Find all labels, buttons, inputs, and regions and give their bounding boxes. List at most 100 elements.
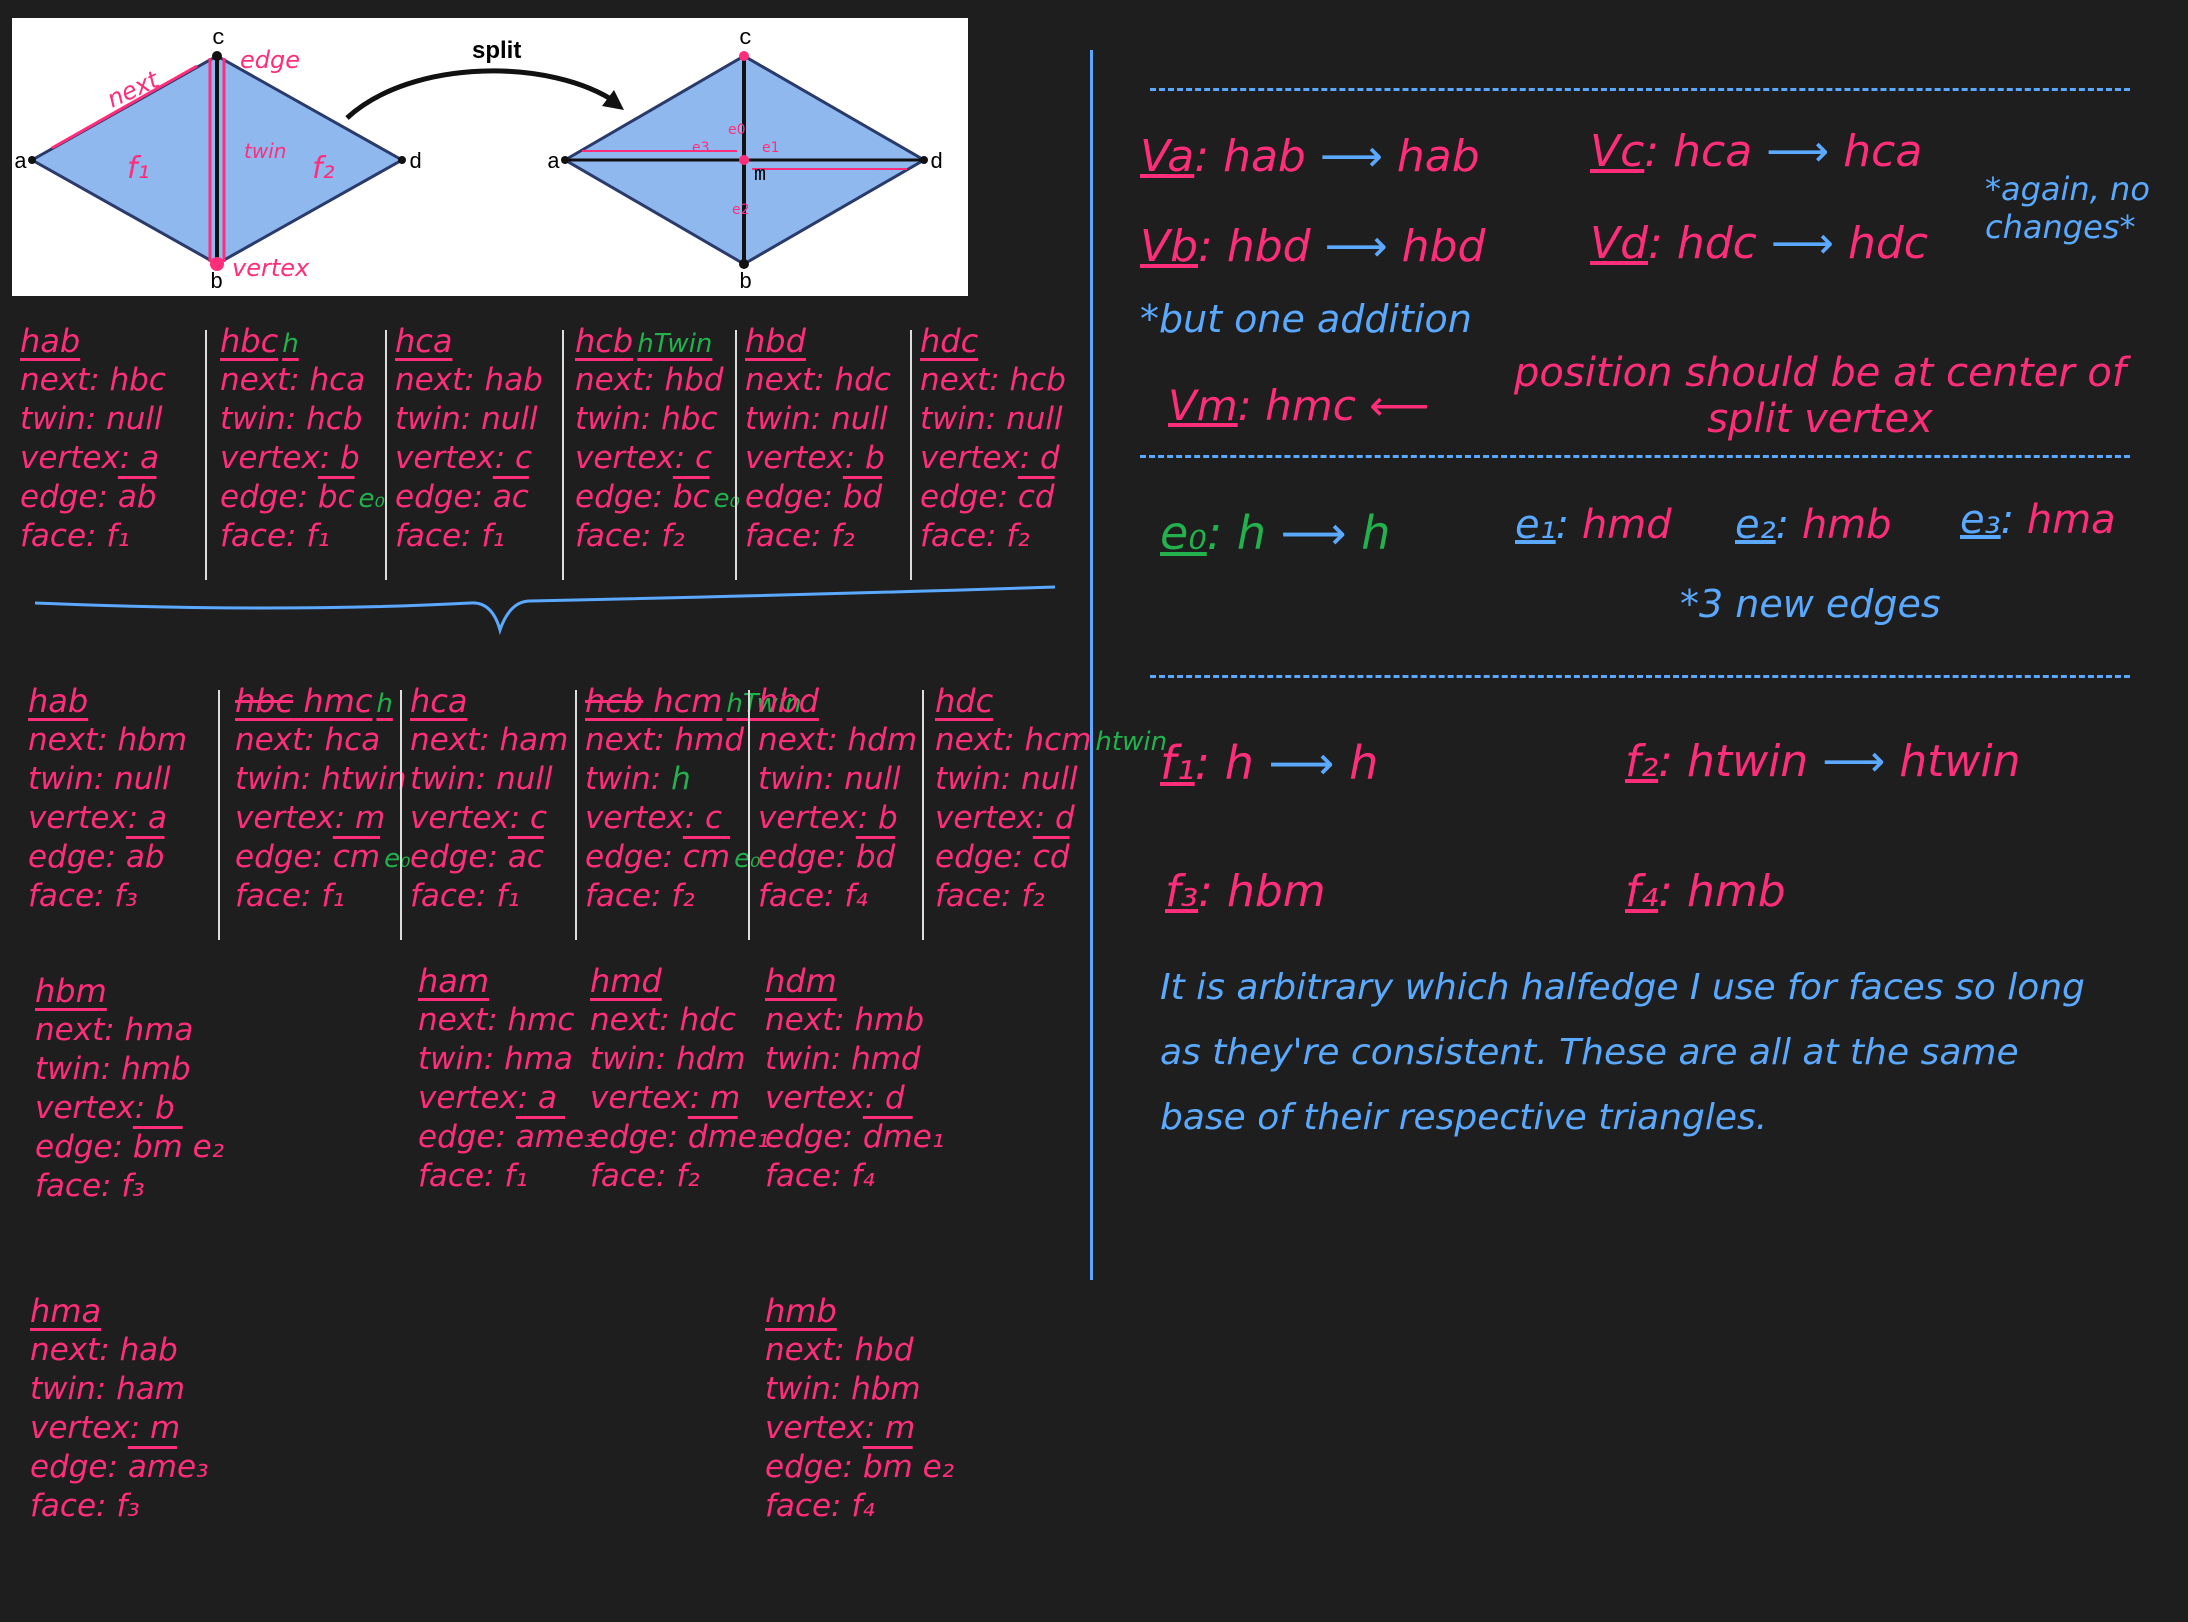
vertex-row: vertex: a [20, 440, 160, 476]
vertex-value: a [538, 1080, 558, 1116]
face-value: f₁ [306, 518, 330, 554]
e2-label: e₂ [1735, 502, 1776, 548]
e1-value: hmd [1581, 502, 1672, 548]
edge-row: edge: bd [758, 839, 896, 875]
split-arrow [345, 68, 619, 120]
edge-value: bm [132, 1129, 183, 1165]
face-value: f₂ [661, 518, 685, 554]
label-twin: twin [244, 139, 286, 163]
va-to: hab [1396, 131, 1480, 182]
vb-line: Vb: hbd ⟶ hbd [1140, 221, 1486, 272]
edge-row: edge: ab [28, 839, 165, 875]
card-note: hTwin [637, 329, 713, 359]
twin-row: twin: ham [30, 1371, 185, 1407]
vertex-value: b [340, 440, 360, 476]
next-value: hca [324, 722, 381, 758]
vertex-a-dot [28, 156, 36, 164]
vertex-row: vertex: m [765, 1410, 916, 1446]
vertex-row: vertex: c [410, 800, 548, 836]
face-row: face: f₂ [745, 518, 855, 554]
face-value: f₃ [116, 1488, 140, 1524]
card-title: hab [28, 682, 89, 720]
face-value: f₄ [851, 1158, 875, 1194]
edge-note: e₂ [922, 1449, 955, 1485]
twin-value: null [114, 761, 171, 797]
split-diagram: c a b d f₁ f₂ next edge twin vertex spli… [12, 18, 968, 296]
f1-to: h [1349, 736, 1379, 790]
next-value: hma [124, 1012, 194, 1048]
right-label-e0: e0 [728, 122, 746, 138]
twin-value: htwin [321, 761, 407, 797]
card-new-hdm: hdm next: hmb twin: hmd vertex: d edge: … [765, 965, 944, 1192]
f2-label: f₂ [1625, 736, 1659, 787]
f2-from: htwin [1686, 736, 1809, 787]
face-row: face: f₂ [585, 878, 695, 914]
next-note: htwin [1095, 727, 1168, 757]
e2-line: e₂: hmb [1735, 502, 1892, 548]
face-row: face: f₁ [220, 518, 330, 554]
next-row: next: hab [395, 362, 543, 398]
twin-row: twin: hma [418, 1041, 573, 1077]
e0-label: e₀ [1160, 506, 1207, 560]
vm-note: position should be at center of split ve… [1514, 350, 2126, 442]
va-label: Va [1140, 131, 1195, 182]
edge-note: e₂ [192, 1129, 225, 1165]
vd-label: Vd [1590, 218, 1649, 269]
twin-value: hma [504, 1041, 573, 1077]
next-row: next: hdc [745, 362, 891, 398]
twin-value: null [481, 401, 538, 437]
right-label-e1: e1 [762, 140, 780, 156]
twin-row: twin: hmd [765, 1041, 921, 1077]
next-value: hcm [1024, 722, 1092, 758]
vertex-row: vertex: a [418, 1080, 558, 1116]
face-row: face: f₂ [575, 518, 685, 554]
vertex-row: vertex: b [745, 440, 885, 476]
twin-row: twin: hbc [575, 401, 718, 437]
twin-value: hmb [121, 1051, 191, 1087]
next-value: hbd [854, 1332, 914, 1368]
face-row: face: f₄ [765, 1488, 875, 1524]
vm-value: hmc [1265, 381, 1356, 430]
face-value: f₂ [1006, 518, 1030, 554]
face-row: face: f₂ [935, 878, 1045, 914]
next-value: hbc [109, 362, 166, 398]
twin-row: twin: null [28, 761, 171, 797]
face-row: face: f₁ [418, 1158, 528, 1194]
right-label-a: a [547, 150, 560, 175]
next-value: hdc [679, 1002, 736, 1038]
arrow-icon: ⟶ [1324, 221, 1388, 272]
card-title: hmd [590, 962, 662, 1000]
vb-to: hbd [1401, 221, 1486, 272]
e3-label: e₃ [1960, 497, 2001, 543]
separator [910, 330, 912, 580]
card-top-hbd: hbd next: hdc twin: null vertex: b edge:… [745, 325, 891, 552]
card-new-ham: ham next: hmc twin: hma vertex: a edge: … [418, 965, 597, 1192]
card-note: hTwin [726, 689, 802, 719]
e1-line: e₁: hmd [1515, 502, 1672, 548]
vertex-value: m [355, 800, 386, 836]
vb-from: hbd [1226, 221, 1311, 272]
left-next-arrow [51, 64, 198, 150]
face-row: face: f₄ [765, 1158, 875, 1194]
right-panel-divider [1090, 50, 1093, 1280]
separator [735, 330, 737, 580]
card-title: hca [410, 682, 468, 720]
f3-line: f₃: hbm [1165, 866, 1326, 917]
next-row: next: hmb [765, 1002, 925, 1038]
face-row: face: f₃ [35, 1168, 145, 1204]
vm-label: Vm [1168, 381, 1238, 430]
edge-value: ac [492, 479, 529, 515]
f4-line: f₄: hmb [1625, 866, 1786, 917]
vertex-row: vertex: a [28, 800, 168, 836]
next-value: hdc [834, 362, 891, 398]
next-value: hab [119, 1332, 178, 1368]
edge-value: bd [855, 839, 896, 875]
vm-line: Vm: hmc ⟵ [1168, 381, 1430, 430]
vc-to: hca [1843, 126, 1923, 177]
